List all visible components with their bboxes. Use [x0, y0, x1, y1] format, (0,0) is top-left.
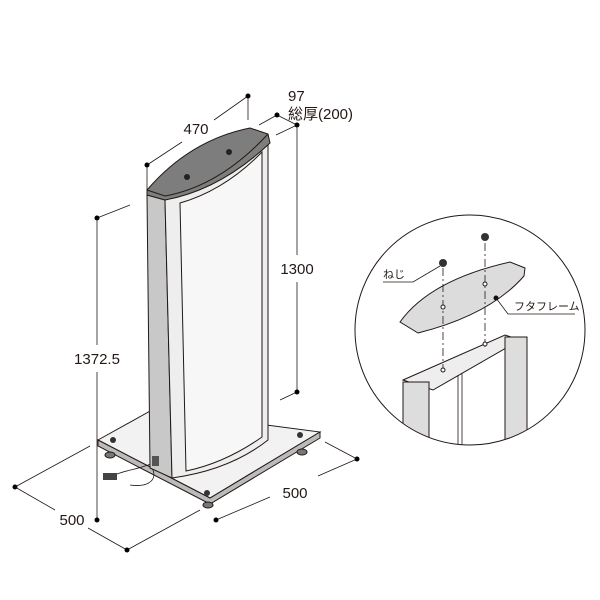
screw-icon [439, 259, 447, 267]
screw-icon [481, 233, 489, 241]
total-height-dimension: 1372.5 [74, 351, 120, 368]
width-dimension: 470 [183, 121, 208, 138]
top-cap [146, 127, 271, 201]
dimension-lines [12, 93, 360, 553]
screw-label: ねじ [383, 268, 405, 281]
base-depth-dimension: 500 [59, 512, 84, 529]
sign-height-dimension: 1300 [280, 261, 313, 278]
depth-dimension: 97 [288, 88, 305, 105]
base-width-dimension: 500 [282, 485, 307, 502]
cap-frame-label: フタフレーム [514, 300, 580, 313]
detail-view [354, 214, 586, 446]
total-thickness-dimension: 総厚(200) [288, 106, 353, 123]
sign-body [146, 141, 269, 479]
plug-icon [103, 473, 117, 480]
